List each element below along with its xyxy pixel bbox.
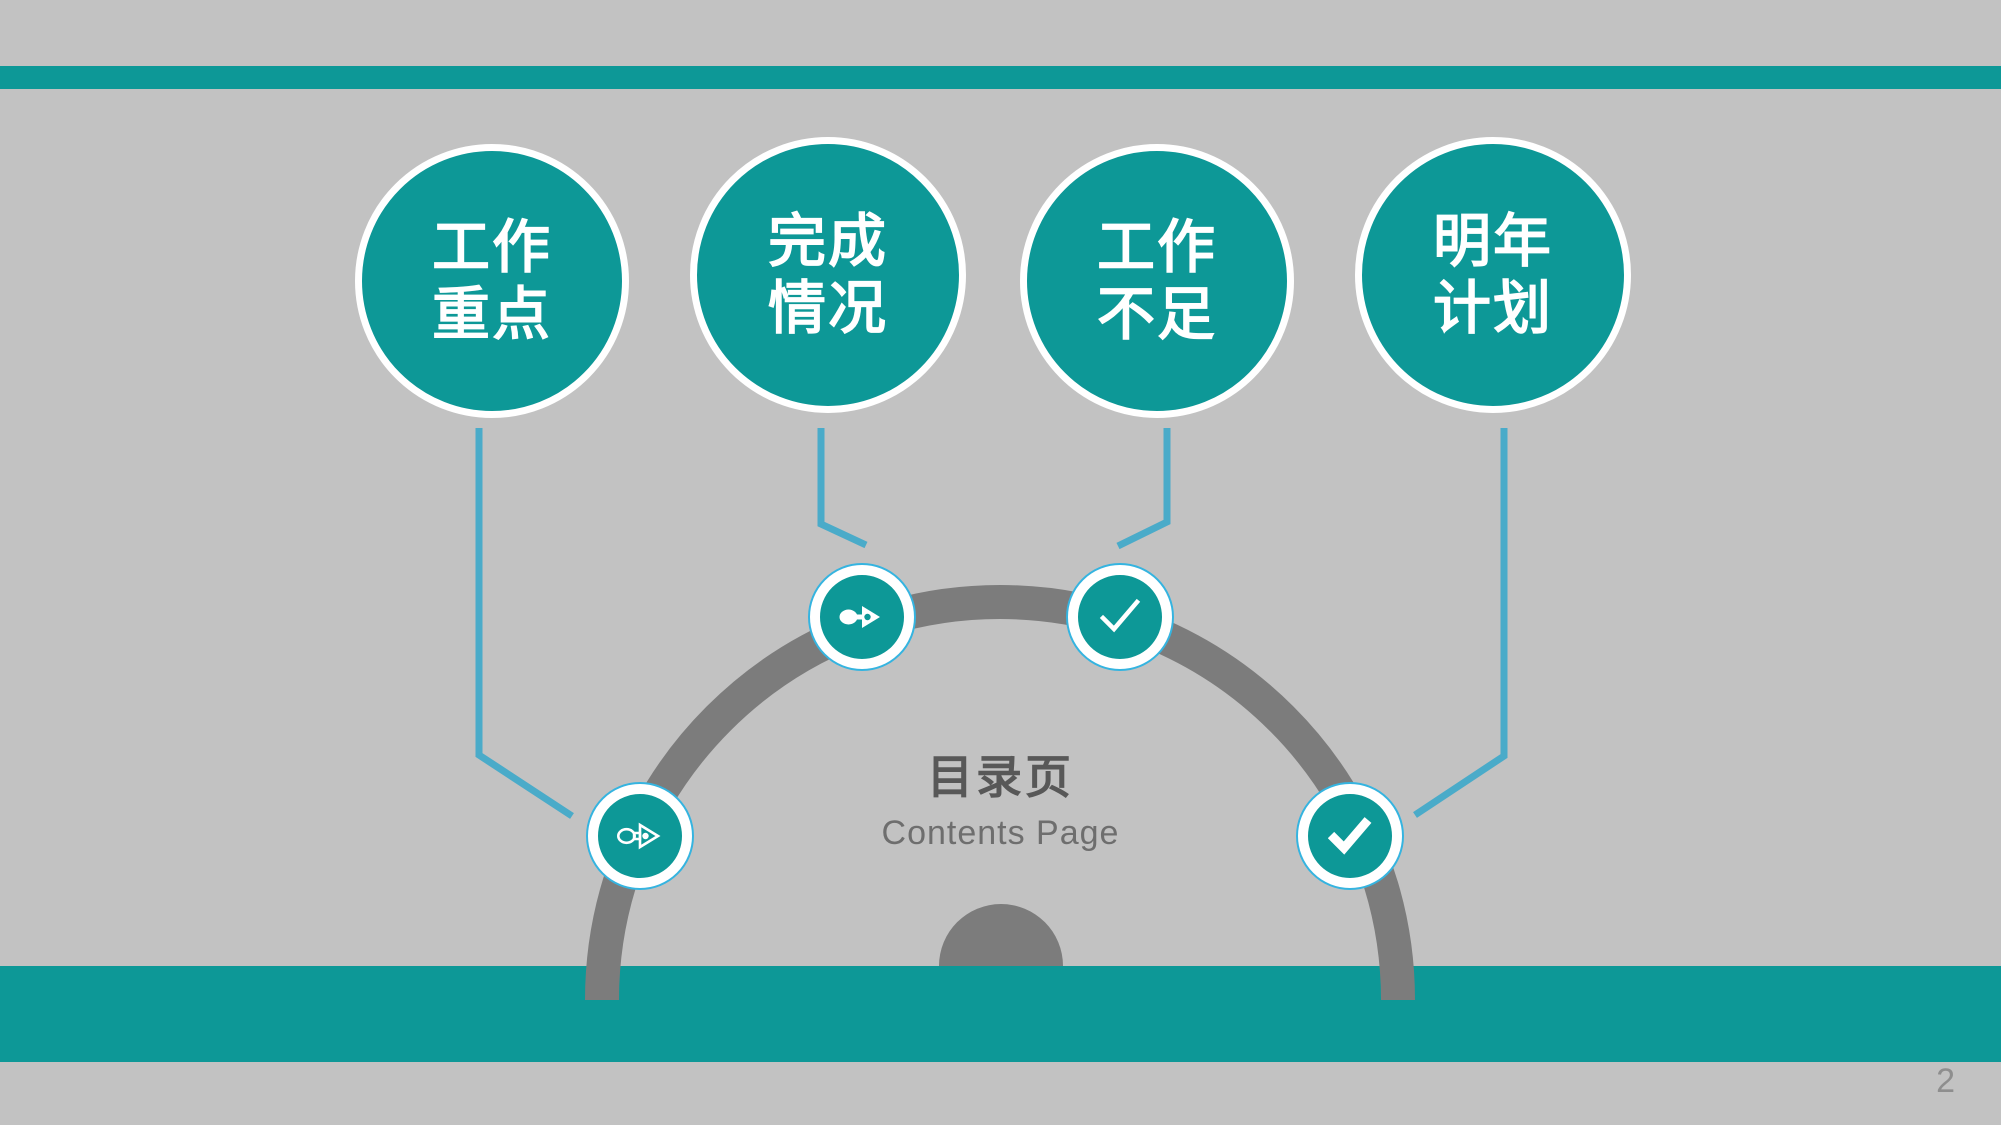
topic-label-line2: 计划 <box>1432 276 1553 341</box>
node-circle-3[interactable] <box>588 784 692 888</box>
topic-label-line2: 重点 <box>431 282 552 347</box>
node-circle-2[interactable] <box>1068 565 1172 669</box>
check-thin-icon <box>1099 598 1141 636</box>
topic-label-line1: 工作 <box>431 214 552 280</box>
pen-nib-filled-icon <box>839 602 885 632</box>
page-number: 2 <box>1936 1062 1955 1100</box>
node-circle-1[interactable] <box>810 565 914 669</box>
topic-circle-work-shortcomings[interactable]: 工作 不足 <box>1020 144 1294 418</box>
topic-label-line1: 完成 <box>767 208 888 274</box>
connector-line-4 <box>1413 428 1508 818</box>
node-circle-4[interactable] <box>1298 784 1402 888</box>
pen-nib-outline-icon <box>617 821 663 851</box>
topic-label-line2: 情况 <box>767 276 888 341</box>
connector-line-2 <box>817 428 868 549</box>
topic-circle-work-focus[interactable]: 工作 重点 <box>355 144 629 418</box>
top-accent-band <box>0 66 2001 89</box>
topic-label-line1: 工作 <box>1096 214 1217 280</box>
connector-line-1 <box>475 428 574 819</box>
inner-dome-circle <box>939 904 1063 966</box>
topic-circle-completion-status[interactable]: 完成 情况 <box>690 137 966 413</box>
center-caption-block: 目录页 Contents Page <box>0 752 2001 852</box>
topic-label-line1: 明年 <box>1432 208 1553 274</box>
check-bold-icon <box>1328 817 1372 855</box>
topic-circle-next-year-plan[interactable]: 明年 计划 <box>1355 137 1631 413</box>
connector-line-3 <box>1116 428 1171 550</box>
bottom-accent-band <box>0 966 2001 1062</box>
page-subtitle: Contents Page <box>881 813 1120 852</box>
page-title: 目录页 <box>927 751 1074 803</box>
topic-label-line2: 不足 <box>1096 282 1217 347</box>
